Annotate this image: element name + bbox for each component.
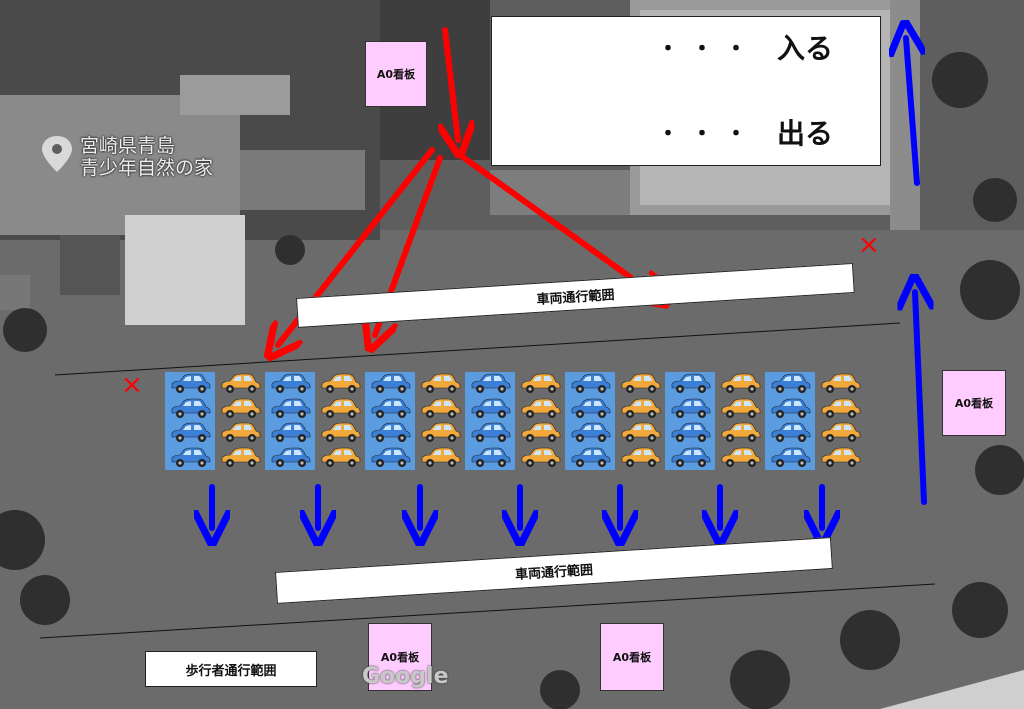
blue-car-icon bbox=[666, 446, 714, 470]
pedestrian-zone: 歩行者通行範囲 bbox=[145, 651, 317, 687]
orange-car-icon bbox=[816, 397, 864, 421]
blue-car-icon bbox=[566, 372, 614, 396]
sign-a0-right: A0看板 bbox=[942, 370, 1006, 436]
entry-arrow-right bbox=[457, 152, 655, 295]
blue-car-icon bbox=[766, 397, 814, 421]
blue-car-icon bbox=[566, 446, 614, 470]
building-complex bbox=[0, 0, 380, 325]
exit-arrows bbox=[212, 38, 924, 528]
orange-car-icon bbox=[516, 446, 564, 470]
place-name-line1: 宮崎県青島 bbox=[80, 135, 176, 157]
entry-arrow-main bbox=[445, 27, 458, 140]
blue-car-icon bbox=[266, 446, 314, 470]
blue-car-icon bbox=[366, 421, 414, 445]
legend-enter-label: 入る bbox=[777, 32, 834, 65]
blue-car-icon bbox=[566, 397, 614, 421]
orange-car-icon bbox=[516, 421, 564, 445]
legend-exit-label: 出る bbox=[777, 117, 834, 150]
orange-car-icon bbox=[216, 421, 264, 445]
sign-a0-top: A0看板 bbox=[365, 41, 427, 107]
orange-car-icon bbox=[716, 446, 764, 470]
blue-car-icon bbox=[466, 397, 514, 421]
orange-car-icon bbox=[716, 397, 764, 421]
orange-car-icon bbox=[316, 446, 364, 470]
orange-car-icon bbox=[616, 421, 664, 445]
place-name-line2: 青少年自然の家 bbox=[80, 157, 214, 179]
google-watermark: Google bbox=[362, 664, 449, 689]
orange-car-icon bbox=[416, 372, 464, 396]
blue-car-icon bbox=[166, 421, 214, 445]
blue-car-icon bbox=[466, 372, 514, 396]
sign-a0-bottom-right: A0看板 bbox=[600, 623, 664, 691]
blue-car-icon bbox=[566, 421, 614, 445]
blue-car-icon bbox=[466, 421, 514, 445]
no-entry-marker-right: × bbox=[858, 230, 880, 260]
orange-car-icon bbox=[716, 421, 764, 445]
blue-car-icon bbox=[366, 372, 414, 396]
blue-car-icon bbox=[666, 421, 714, 445]
legend-enter-dots: ・・・ bbox=[657, 37, 760, 62]
orange-car-icon bbox=[816, 372, 864, 396]
blue-car-icon bbox=[466, 446, 514, 470]
orange-car-icon bbox=[516, 397, 564, 421]
orange-car-icon bbox=[216, 397, 264, 421]
orange-car-icon bbox=[416, 446, 464, 470]
orange-car-icon bbox=[416, 397, 464, 421]
orange-car-icon bbox=[216, 446, 264, 470]
blue-car-icon bbox=[666, 372, 714, 396]
orange-car-icon bbox=[816, 421, 864, 445]
orange-car-icon bbox=[416, 421, 464, 445]
blue-car-icon bbox=[766, 446, 814, 470]
blue-car-icon bbox=[166, 397, 214, 421]
legend: ・・・ 入る ・・・ 出る bbox=[491, 16, 881, 166]
orange-car-icon bbox=[316, 372, 364, 396]
blue-car-icon bbox=[666, 397, 714, 421]
orange-car-icon bbox=[616, 397, 664, 421]
no-entry-marker-left: × bbox=[121, 370, 143, 400]
orange-car-icon bbox=[616, 446, 664, 470]
orange-car-icon bbox=[616, 372, 664, 396]
blue-car-icon bbox=[166, 446, 214, 470]
blue-car-icon bbox=[766, 372, 814, 396]
map-pin-icon bbox=[42, 136, 72, 172]
orange-car-icon bbox=[316, 397, 364, 421]
orange-car-icon bbox=[716, 372, 764, 396]
orange-car-icon bbox=[316, 421, 364, 445]
blue-car-icon bbox=[766, 421, 814, 445]
blue-car-icon bbox=[266, 372, 314, 396]
place-label: 宮崎県青島 青少年自然の家 bbox=[80, 135, 213, 179]
orange-car-icon bbox=[516, 372, 564, 396]
blue-car-icon bbox=[266, 421, 314, 445]
exit-arrow-up-lower bbox=[915, 292, 924, 505]
orange-car-icon bbox=[216, 372, 264, 396]
legend-exit-dots: ・・・ bbox=[657, 122, 760, 147]
blue-car-icon bbox=[366, 446, 414, 470]
trees bbox=[0, 52, 1024, 709]
orange-car-icon bbox=[816, 446, 864, 470]
exit-arrow-up-upper bbox=[906, 38, 917, 186]
blue-car-icon bbox=[166, 372, 214, 396]
blue-car-icon bbox=[266, 397, 314, 421]
blue-car-icon bbox=[366, 397, 414, 421]
sign-a0-bottom-left: A0看板 bbox=[368, 623, 432, 691]
